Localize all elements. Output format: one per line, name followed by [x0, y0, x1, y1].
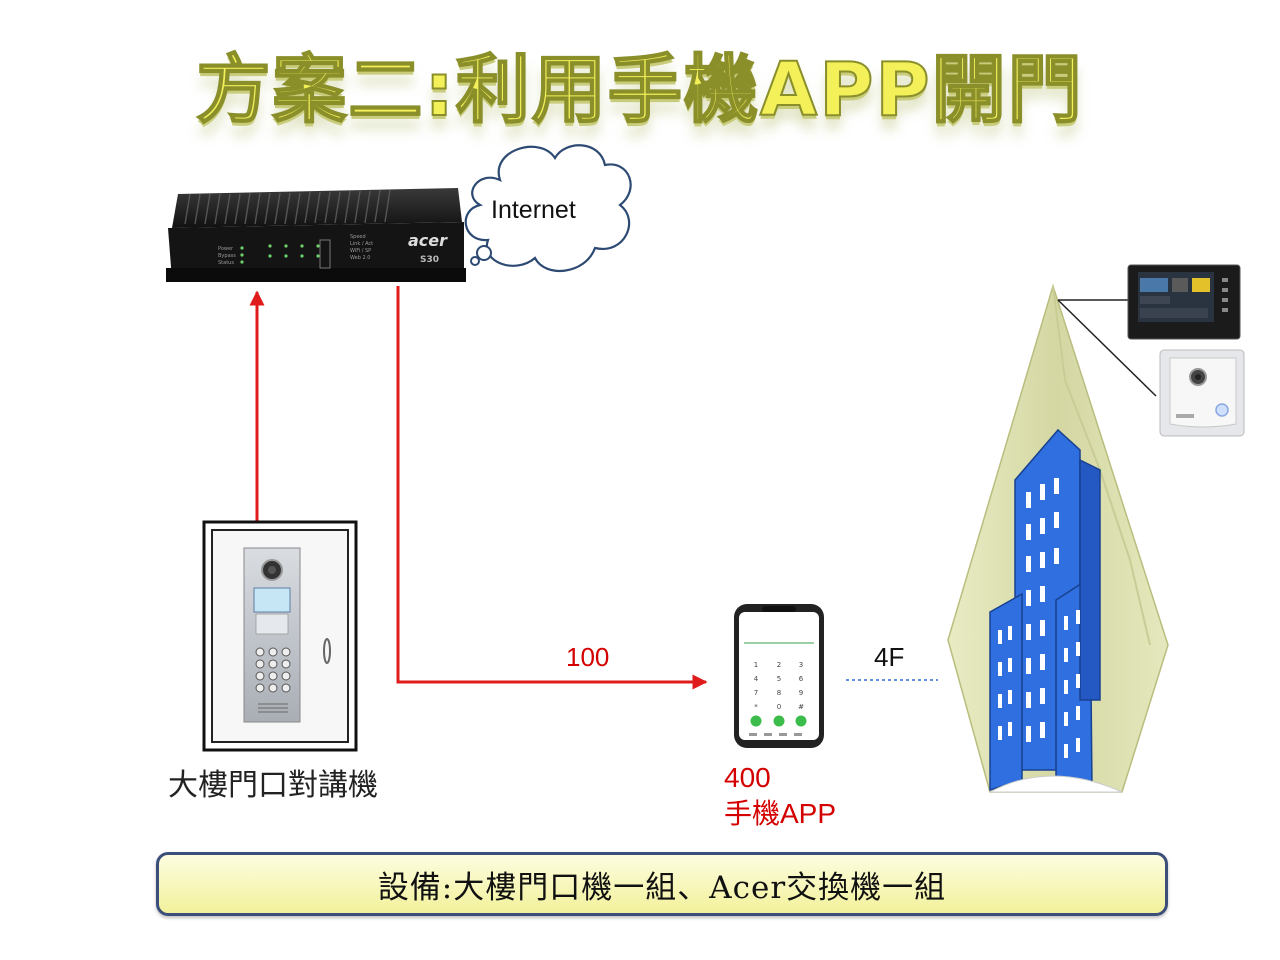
svg-text:Status: Status [218, 260, 234, 266]
door-intercom-device [202, 520, 358, 752]
extension-100-label: 100 [566, 642, 610, 672]
floor-4f-label: 4F [874, 642, 905, 672]
router-to-phone-arrow [396, 286, 708, 690]
svg-text:3: 3 [799, 661, 803, 669]
svg-text:5: 5 [777, 675, 781, 683]
callout-line-doorbell [1057, 299, 1157, 397]
smartphone-device: 1 2 3 4 5 6 7 8 9 * 0 # [734, 604, 824, 748]
router-model: S30 [420, 255, 439, 265]
phone-app-label: 手機APP [724, 798, 837, 829]
svg-text:1: 1 [754, 661, 758, 669]
svg-text:Speed: Speed [350, 234, 366, 240]
doorbell-device [1159, 349, 1245, 437]
svg-text:7: 7 [754, 689, 758, 697]
svg-text:6: 6 [799, 675, 804, 683]
svg-text:Power: Power [218, 246, 234, 252]
phone-extension-number: 400 [724, 762, 771, 793]
door-intercom-label: 大樓門口對講機 [168, 768, 378, 803]
svg-text:9: 9 [799, 689, 803, 697]
svg-text:4: 4 [754, 675, 759, 683]
svg-text:Bypass: Bypass [218, 253, 236, 259]
svg-text:Web 2.0: Web 2.0 [350, 255, 370, 261]
router-heatsink [172, 188, 462, 228]
svg-text:WiFi / SP: WiFi / SP [350, 248, 371, 254]
internet-cloud [464, 144, 632, 272]
svg-text:2: 2 [777, 661, 781, 669]
svg-text:Link / Act: Link / Act [350, 241, 373, 247]
equipment-summary-box: 設備:大樓門口機一組、Acer交換機一組 [156, 852, 1168, 916]
equipment-summary-text: 設備:大樓門口機一組、Acer交換機一組 [377, 869, 947, 906]
slide-title: 方案二:利用手機APP開門 [195, 46, 1084, 134]
building-illustration [947, 283, 1169, 793]
phone-caption: 400 手機APP [724, 760, 836, 832]
svg-text:8: 8 [777, 689, 781, 697]
indoor-monitor-device [1127, 264, 1241, 340]
router-front [168, 222, 464, 280]
svg-text:#: # [798, 703, 804, 711]
router-brand: acer [408, 231, 448, 250]
svg-text:*: * [754, 703, 758, 711]
internet-label: Internet [491, 196, 576, 224]
svg-text:0: 0 [777, 703, 781, 711]
